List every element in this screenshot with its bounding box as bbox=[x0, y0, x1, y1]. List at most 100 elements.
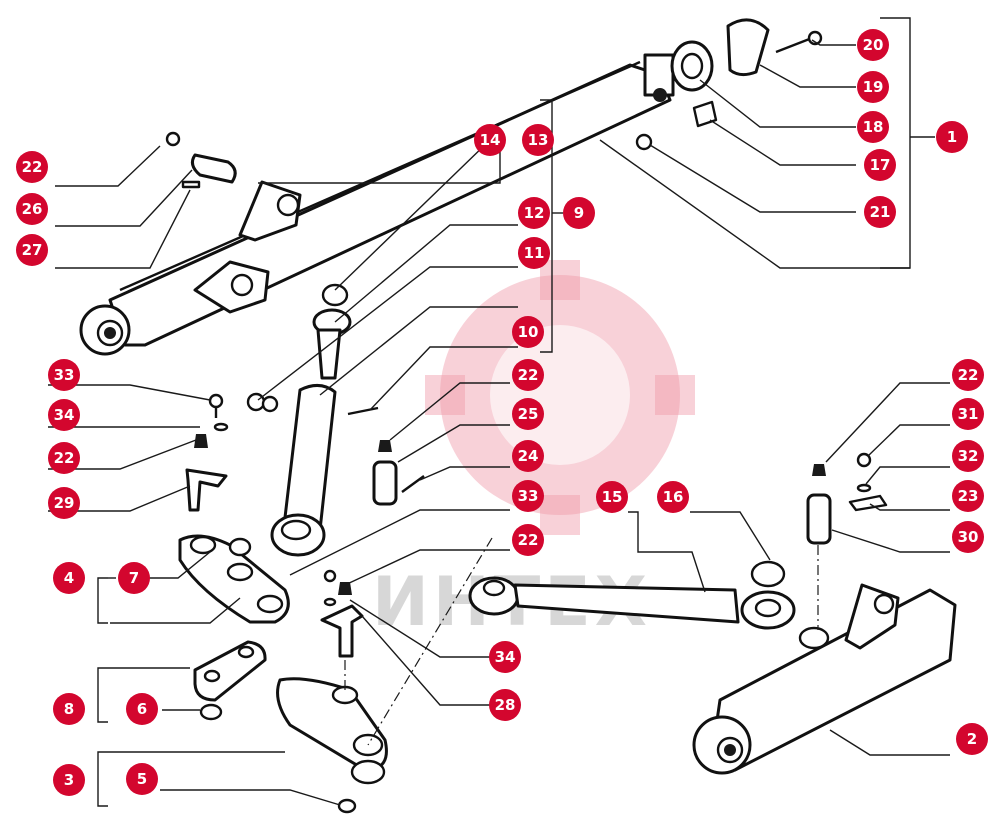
svg-text:30: 30 bbox=[958, 528, 979, 546]
watermark-gear-tooth bbox=[540, 495, 580, 535]
callout-33: 33 bbox=[48, 359, 80, 391]
watermark-logo bbox=[425, 260, 695, 535]
part-12-screw bbox=[316, 328, 342, 380]
part-10-tube bbox=[282, 384, 337, 534]
callout-34: 34 bbox=[489, 641, 521, 673]
lever-assembly bbox=[178, 534, 388, 814]
svg-text:29: 29 bbox=[54, 494, 75, 512]
svg-text:22: 22 bbox=[958, 366, 979, 384]
part-30-pin bbox=[806, 493, 832, 545]
part-22-grease-nipple bbox=[165, 131, 181, 147]
callout-19: 19 bbox=[857, 71, 889, 103]
callout-18: 18 bbox=[857, 111, 889, 143]
part-33-bolt bbox=[208, 393, 224, 409]
callout-8: 8 bbox=[53, 693, 85, 725]
svg-text:7: 7 bbox=[129, 569, 139, 587]
part-6-bush bbox=[199, 703, 223, 721]
part-22-nipple-3 bbox=[812, 464, 826, 476]
callout-13: 13 bbox=[522, 124, 554, 156]
part-31-bolt bbox=[856, 452, 872, 468]
callout-11: 11 bbox=[518, 237, 550, 269]
part-21-nut bbox=[635, 133, 653, 151]
part-8-plate bbox=[193, 640, 267, 702]
callout-32: 32 bbox=[952, 440, 984, 472]
svg-text:11: 11 bbox=[524, 244, 545, 262]
callout-33: 33 bbox=[512, 480, 544, 512]
part-34-washer-2 bbox=[323, 597, 337, 607]
callout-15: 15 bbox=[596, 481, 628, 513]
part-34-washer bbox=[213, 422, 229, 432]
watermark-gear-tooth bbox=[540, 260, 580, 300]
svg-text:23: 23 bbox=[958, 487, 979, 505]
svg-text:10: 10 bbox=[518, 323, 539, 341]
callout-7: 7 bbox=[118, 562, 150, 594]
svg-text:18: 18 bbox=[863, 118, 884, 136]
callout-6: 6 bbox=[126, 693, 158, 725]
part-22-bolt bbox=[347, 406, 379, 416]
callout-4: 4 bbox=[53, 562, 85, 594]
svg-text:34: 34 bbox=[495, 648, 516, 666]
callout-markers: 22 26 27 14 13 12 9 11 10 33 34 22 29 22… bbox=[16, 29, 988, 796]
callout-10: 10 bbox=[512, 316, 544, 348]
leader-lines bbox=[48, 17, 950, 807]
callout-24: 24 bbox=[512, 440, 544, 472]
right-pin-set bbox=[806, 452, 888, 545]
callout-17: 17 bbox=[864, 149, 896, 181]
svg-text:2: 2 bbox=[967, 730, 977, 748]
callout-14: 14 bbox=[474, 124, 506, 156]
part-33-bolt-2 bbox=[323, 569, 337, 583]
watermark-gear-tooth bbox=[655, 375, 695, 415]
callout-27: 27 bbox=[16, 234, 48, 266]
callout-26: 26 bbox=[16, 193, 48, 225]
callout-23: 23 bbox=[952, 480, 984, 512]
svg-text:15: 15 bbox=[602, 488, 623, 506]
svg-text:28: 28 bbox=[495, 696, 516, 714]
svg-text:22: 22 bbox=[22, 158, 43, 176]
part-32-washer bbox=[856, 483, 872, 493]
callout-1: 1 bbox=[936, 121, 968, 153]
svg-text:27: 27 bbox=[22, 241, 43, 259]
svg-text:5: 5 bbox=[137, 770, 147, 788]
svg-text:32: 32 bbox=[958, 447, 979, 465]
callout-16: 16 bbox=[657, 481, 689, 513]
callout-21: 21 bbox=[864, 196, 896, 228]
callout-22: 22 bbox=[512, 359, 544, 391]
svg-text:24: 24 bbox=[518, 447, 539, 465]
callout-22: 22 bbox=[512, 524, 544, 556]
callout-5: 5 bbox=[126, 763, 158, 795]
callout-30: 30 bbox=[952, 521, 984, 553]
lower-link-2 bbox=[692, 583, 957, 775]
svg-text:6: 6 bbox=[137, 700, 147, 718]
part-29-pin-plate bbox=[185, 468, 228, 512]
lifting-rod bbox=[246, 283, 379, 557]
callout-20: 20 bbox=[857, 29, 889, 61]
svg-text:19: 19 bbox=[863, 78, 884, 96]
svg-text:21: 21 bbox=[870, 203, 891, 221]
part-26-pin bbox=[190, 153, 237, 184]
svg-text:1: 1 bbox=[947, 128, 957, 146]
pin-set bbox=[165, 131, 237, 189]
svg-text:33: 33 bbox=[54, 366, 75, 384]
svg-text:33: 33 bbox=[518, 487, 539, 505]
svg-text:22: 22 bbox=[518, 366, 539, 384]
part-22-nipple-2 bbox=[338, 582, 352, 595]
part-16-bush bbox=[750, 560, 786, 588]
svg-text:3: 3 bbox=[64, 771, 74, 789]
watermark-flame bbox=[490, 325, 630, 465]
svg-text:14: 14 bbox=[480, 131, 501, 149]
part-5-nut bbox=[337, 798, 357, 814]
part-3-lever bbox=[276, 677, 388, 772]
part-27-spring-pin bbox=[181, 180, 201, 189]
callout-29: 29 bbox=[48, 487, 80, 519]
callout-22: 22 bbox=[952, 359, 984, 391]
callout-2: 2 bbox=[956, 723, 988, 755]
callout-28: 28 bbox=[489, 689, 521, 721]
callout-25: 25 bbox=[512, 398, 544, 430]
part-14-bush bbox=[321, 283, 349, 307]
svg-text:26: 26 bbox=[22, 200, 43, 218]
callout-12: 12 bbox=[518, 197, 550, 229]
svg-text:25: 25 bbox=[518, 405, 539, 423]
part-25-pin bbox=[372, 460, 398, 506]
callout-3: 3 bbox=[53, 764, 85, 796]
